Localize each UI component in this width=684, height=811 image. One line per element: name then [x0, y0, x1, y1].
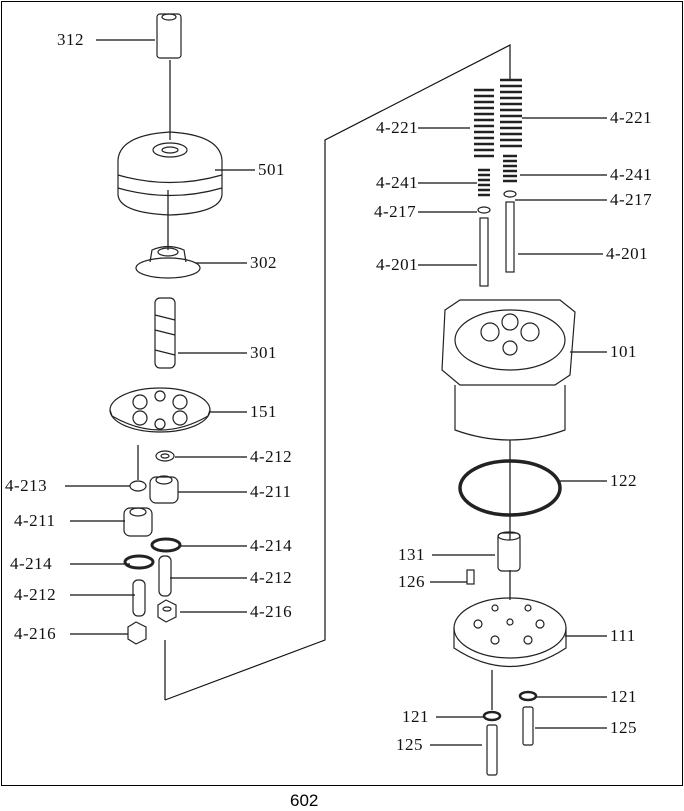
label-121-left: 121 — [402, 707, 429, 726]
label-4-221-left: 4-221 — [376, 118, 419, 137]
part-301-joint — [154, 297, 176, 369]
leader-lines — [65, 39, 607, 746]
label-111: 111 — [610, 626, 636, 645]
label-4-241-right: 4-241 — [610, 165, 653, 184]
label-125-left: 125 — [396, 735, 423, 754]
part-4-211-plug — [149, 475, 179, 504]
label-4-212-left: 4-212 — [14, 585, 57, 604]
figure-caption: 602 — [290, 791, 319, 810]
label-4-241-left: 4-241 — [376, 173, 419, 192]
label-101: 101 — [610, 342, 637, 361]
part-4-241-springs — [478, 154, 517, 197]
part-121-washers — [482, 690, 538, 722]
label-151: 151 — [250, 402, 277, 421]
label-4-212: 4-212 — [250, 447, 293, 466]
label-4-212-pin: 4-212 — [250, 568, 293, 587]
part-4-217-washers — [477, 190, 517, 214]
part-4-214-oring — [150, 537, 182, 553]
part-131-bushing — [497, 531, 521, 572]
label-4-216-left: 4-216 — [14, 624, 57, 643]
label-4-201-right: 4-201 — [606, 244, 649, 263]
part-4-212-pin-left — [132, 579, 146, 617]
axis-lines — [137, 44, 511, 710]
label-126: 126 — [398, 572, 425, 591]
part-122-oring — [458, 459, 562, 517]
part-4-216-nut — [157, 599, 177, 623]
label-4-211: 4-211 — [250, 482, 292, 501]
label-501: 501 — [258, 160, 285, 179]
part-4-211-plug-left — [123, 507, 153, 537]
label-4-216: 4-216 — [250, 602, 293, 621]
label-125-right: 125 — [610, 718, 637, 737]
label-301: 301 — [250, 343, 277, 362]
part-4-214-oring-left — [123, 554, 155, 570]
part-302-plate — [135, 245, 201, 279]
part-312-nut — [156, 13, 182, 59]
part-501-cover — [117, 131, 223, 216]
part-126-pin — [466, 569, 475, 585]
part-4-212-pin — [158, 555, 172, 597]
part-4-216-nut-left — [127, 621, 147, 645]
diagram-frame — [1, 1, 683, 786]
part-111-plate — [453, 597, 567, 668]
label-122: 122 — [610, 471, 637, 490]
label-4-214: 4-214 — [250, 536, 293, 555]
label-4-221-right: 4-221 — [610, 108, 653, 127]
part-125-bolts — [486, 706, 534, 776]
label-4-211-left: 4-211 — [14, 511, 56, 530]
part-4-213-washer — [129, 480, 147, 492]
part-151-plate — [109, 387, 211, 433]
part-4-212-washer — [155, 450, 175, 462]
label-4-217-right: 4-217 — [610, 190, 653, 209]
label-302: 302 — [250, 253, 277, 272]
label-4-217-left: 4-217 — [374, 202, 417, 221]
part-4-221-springs — [474, 78, 522, 158]
label-121-right: 121 — [610, 687, 637, 706]
label-4-213: 4-213 — [5, 476, 48, 495]
label-131: 131 — [398, 545, 425, 564]
part-4-201-spools — [479, 201, 515, 287]
label-4-214-left: 4-214 — [10, 554, 53, 573]
label-312: 312 — [57, 30, 84, 49]
label-4-201-left: 4-201 — [376, 255, 419, 274]
part-101-casing — [441, 299, 576, 441]
